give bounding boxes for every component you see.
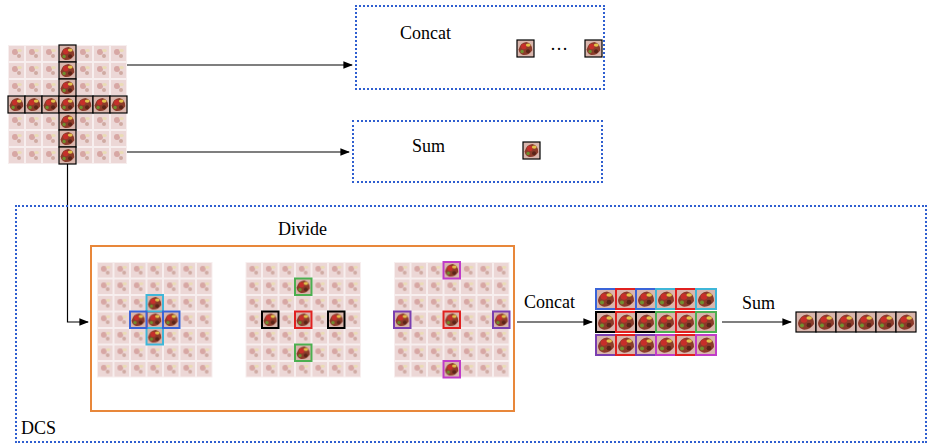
concatenated-rows-part <box>696 335 716 355</box>
dilation-tiles-part <box>295 312 312 329</box>
concatenated-rows-part <box>656 289 676 309</box>
dcs-region: DCS Divide <box>15 205 927 443</box>
dilation-tiles-part <box>147 312 164 329</box>
divide-box: Divide <box>90 245 515 412</box>
box-title: Concat <box>400 23 451 44</box>
cross-tiles-part <box>93 96 110 113</box>
divided-grids-part <box>246 262 362 378</box>
divided-grids-part <box>97 262 213 378</box>
concatenated-rows-part <box>696 312 716 332</box>
dilation-tiles-part <box>295 345 312 362</box>
concatenated-rows-part <box>616 335 636 355</box>
cross-tiles-part <box>59 79 76 96</box>
flow-arrows-part <box>127 151 349 152</box>
dilation-tiles-part <box>295 279 312 296</box>
flow-arrows-part <box>722 321 791 322</box>
flow-arrows-part <box>127 64 352 65</box>
flow-arrows-part <box>68 164 89 322</box>
dilation-tiles-part <box>328 312 345 329</box>
sum-box: Sum <box>352 120 603 183</box>
concatenated-rows-part <box>656 312 676 332</box>
divided-grids <box>97 262 510 378</box>
concatenated-rows-part <box>636 312 656 332</box>
concatenated-rows <box>596 289 716 355</box>
concat-output-tiles-part <box>585 40 602 57</box>
cross-tiles-part <box>76 96 93 113</box>
box-title: DCS <box>21 418 56 439</box>
cross-tiles <box>8 45 127 164</box>
concatenated-rows-part <box>676 289 696 309</box>
dilation-tiles-part <box>444 312 461 329</box>
dilation-tiles <box>130 262 510 378</box>
cross-tiles-part <box>59 62 76 79</box>
concat-output-tiles-part <box>517 40 534 57</box>
summed-row-part <box>796 312 816 332</box>
concatenated-rows-part <box>696 289 716 309</box>
summed-row-part <box>816 312 836 332</box>
cross-tiles-part <box>25 96 42 113</box>
concatenated-rows-part <box>596 289 616 309</box>
dilation-tiles-part <box>147 328 164 345</box>
concatenated-rows-part <box>616 289 636 309</box>
dilation-tiles-part <box>444 361 461 378</box>
input-grid <box>8 45 127 164</box>
cross-tiles-part <box>8 96 25 113</box>
arrow-label: Concat <box>524 292 575 313</box>
concatenated-rows-part <box>656 335 676 355</box>
summed-row <box>796 312 916 332</box>
divided-grids-part <box>394 262 510 378</box>
concatenated-rows-part <box>676 312 696 332</box>
dilation-tiles-part <box>163 312 180 329</box>
concatenated-rows-part <box>636 289 656 309</box>
concatenated-rows-part <box>636 335 656 355</box>
concatenated-rows-part <box>676 335 696 355</box>
concat-box: Concat … <box>355 5 605 90</box>
cross-tiles-part <box>59 96 76 113</box>
arrow-label: Sum <box>742 293 775 314</box>
dilation-tiles-part <box>130 312 147 329</box>
concatenated-rows-part <box>596 335 616 355</box>
sum-output-tile <box>523 142 540 159</box>
summed-row-part <box>856 312 876 332</box>
concatenated-rows-part <box>616 312 636 332</box>
cross-tiles-part <box>59 113 76 130</box>
summed-row-part <box>876 312 896 332</box>
cross-tiles-part <box>59 130 76 147</box>
cross-tiles-part <box>59 45 76 62</box>
dilation-tiles-part <box>394 312 411 329</box>
summed-row-part <box>896 312 916 332</box>
box-title: Divide <box>278 219 327 240</box>
ellipsis-text: … <box>550 34 568 55</box>
cross-tiles-part <box>59 147 76 164</box>
box-title: Sum <box>412 136 445 157</box>
dilation-tiles-part <box>444 262 461 279</box>
dilation-tiles-part <box>147 295 164 312</box>
sum-output-tile-part <box>523 142 540 159</box>
summed-row-part <box>836 312 856 332</box>
dilation-tiles-part <box>262 312 279 329</box>
concatenated-rows-part <box>596 312 616 332</box>
cross-tiles-part <box>110 96 127 113</box>
input-grid-part <box>8 45 127 164</box>
flow-arrows-part <box>517 321 592 322</box>
cross-tiles-part <box>42 96 59 113</box>
dilation-tiles-part <box>493 312 510 329</box>
